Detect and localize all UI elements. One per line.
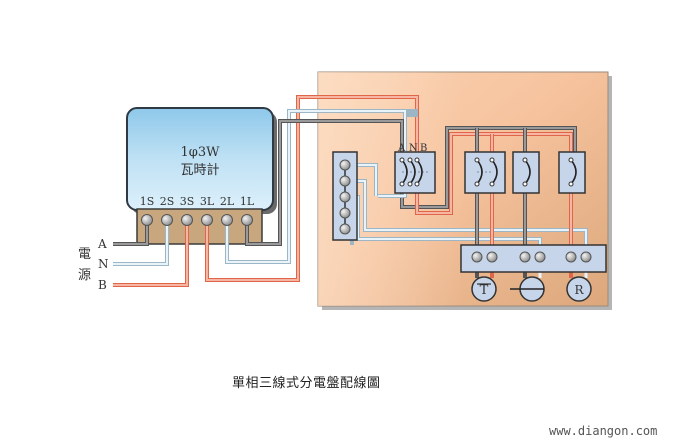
screw bbox=[339, 175, 351, 187]
line-label-b: B bbox=[98, 278, 107, 292]
screw bbox=[181, 214, 193, 226]
neutral-bar bbox=[332, 151, 358, 241]
screw bbox=[201, 214, 213, 226]
main-breaker: A N B bbox=[394, 143, 436, 194]
line-label-a: A bbox=[97, 237, 107, 251]
wires bbox=[113, 95, 588, 287]
meter-screws bbox=[141, 214, 253, 226]
outlet-symbol: T bbox=[480, 283, 489, 298]
breaker-pole-label-b: B bbox=[420, 143, 427, 154]
screw bbox=[241, 214, 253, 226]
branch-breaker-2 bbox=[512, 151, 540, 194]
load-lamp bbox=[510, 276, 545, 302]
terminal-label: 1S bbox=[140, 195, 155, 208]
screw bbox=[339, 223, 351, 235]
screw bbox=[519, 251, 531, 263]
source-label-char: 源 bbox=[78, 268, 91, 283]
screw bbox=[221, 214, 233, 226]
meter-terminal-labels: 1S 2S 3S 3L 2L 1L bbox=[140, 195, 255, 208]
watermark: www.diangon.com bbox=[549, 424, 658, 438]
diagram-caption: 單相三線式分電盤配線圖 bbox=[232, 376, 381, 391]
screw bbox=[486, 251, 498, 263]
receptacle-symbol: R bbox=[574, 283, 584, 297]
meter-terminal-strip bbox=[136, 208, 263, 245]
load-terminal-block bbox=[460, 244, 607, 273]
load-receptacle: R bbox=[566, 276, 592, 302]
branch-breaker-1 bbox=[464, 151, 506, 194]
screw bbox=[339, 159, 351, 171]
breaker-pole-label-n: N bbox=[409, 143, 418, 154]
screw bbox=[161, 214, 173, 226]
screw bbox=[339, 207, 351, 219]
terminal-label: 3L bbox=[200, 195, 215, 208]
power-source-labels: 電 源 A N B bbox=[78, 237, 109, 292]
screw bbox=[339, 191, 351, 203]
terminal-label: 3S bbox=[180, 195, 195, 208]
screw bbox=[471, 251, 483, 263]
meter-name-label: 瓦時計 bbox=[180, 162, 219, 178]
branch-breaker-3 bbox=[558, 151, 586, 194]
screw bbox=[565, 251, 577, 263]
source-label-char: 電 bbox=[78, 247, 91, 262]
screw bbox=[580, 251, 592, 263]
watt-hour-meter: 1φ3W 瓦時計 1S 2S 3S 3L 2L 1L bbox=[126, 107, 277, 245]
terminal-label: 2L bbox=[220, 195, 235, 208]
screw bbox=[534, 251, 546, 263]
terminal-label: 2S bbox=[160, 195, 175, 208]
terminal-label: 1L bbox=[240, 195, 255, 208]
meter-type-label: 1φ3W bbox=[180, 145, 220, 160]
screw bbox=[141, 214, 153, 226]
load-outlet: T bbox=[471, 276, 497, 302]
line-label-n: N bbox=[98, 257, 109, 271]
breaker-pole-label-a: A bbox=[397, 143, 406, 154]
